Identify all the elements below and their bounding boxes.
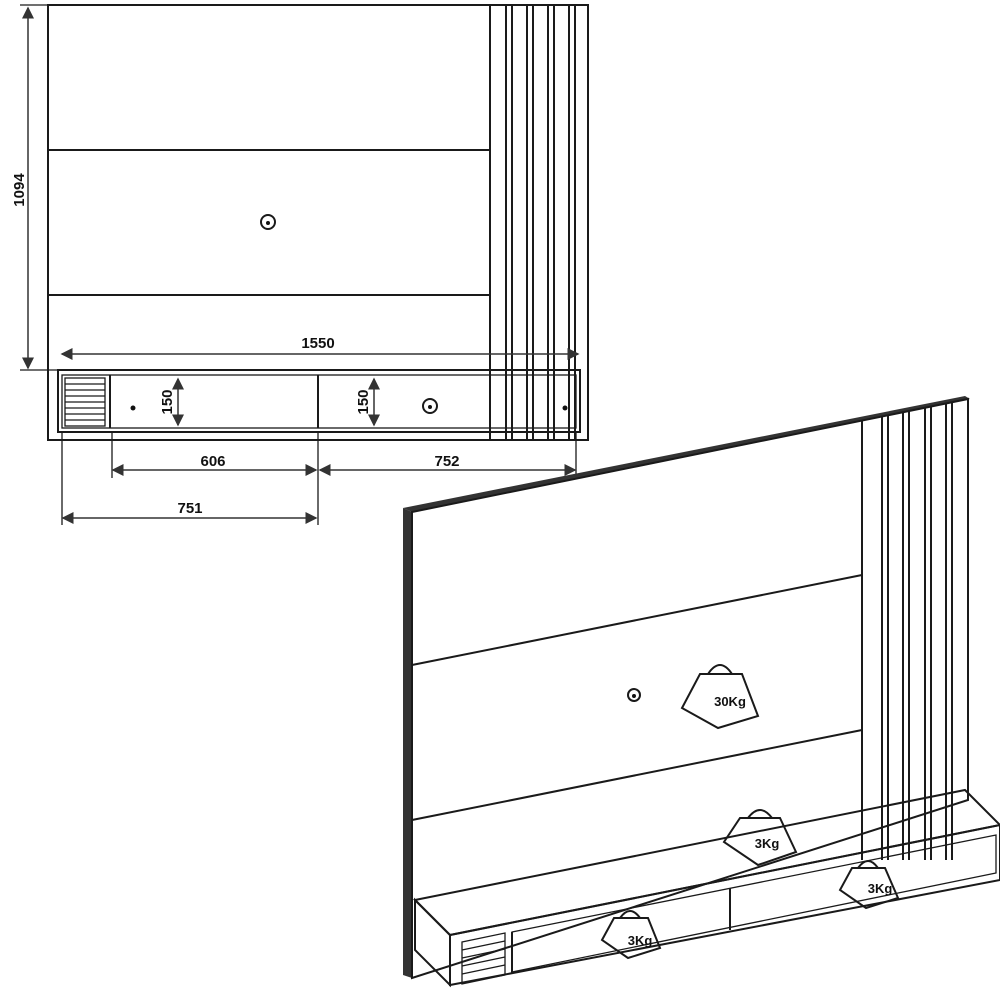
dim-niche-left-height: 150 [159, 389, 176, 414]
weight-3kg-right-niche-icon: 3Kg [838, 860, 900, 910]
svg-text:3Kg: 3Kg [868, 881, 893, 896]
panel-face [411, 397, 969, 980]
vertical-slats-iso [861, 403, 953, 860]
shelf-top [412, 788, 1000, 937]
svg-text:30Kg: 30Kg [714, 694, 746, 709]
isometric-view: 30Kg 3Kg 3Kg 3Kg [403, 396, 1000, 988]
weight-3kg-shelf-icon: 3Kg [722, 809, 798, 867]
cable-hole-icon [260, 214, 276, 230]
cable-hole-icon [627, 688, 641, 702]
front-view: 1094 1550 150 150 606 752 751 [11, 4, 589, 525]
vent-grille [64, 377, 106, 427]
svg-text:3Kg: 3Kg [628, 933, 653, 948]
shelf-front [449, 823, 1000, 987]
dim-niche-right-height: 150 [355, 389, 372, 414]
dim-height: 1094 [11, 173, 28, 207]
base-shelf [57, 369, 581, 433]
svg-text:3Kg: 3Kg [755, 836, 780, 851]
cable-hole-icon [422, 398, 438, 414]
weight-3kg-left-niche-icon: 3Kg [600, 910, 662, 960]
vertical-slats [489, 5, 576, 440]
dim-niche-left-width: 606 [200, 453, 225, 470]
dim-niche-right-width: 752 [434, 453, 459, 470]
weight-30kg-icon: 30Kg [680, 664, 760, 730]
dim-half-width: 751 [177, 500, 202, 517]
vent-grille-iso [461, 932, 506, 985]
dim-width: 1550 [301, 335, 334, 352]
